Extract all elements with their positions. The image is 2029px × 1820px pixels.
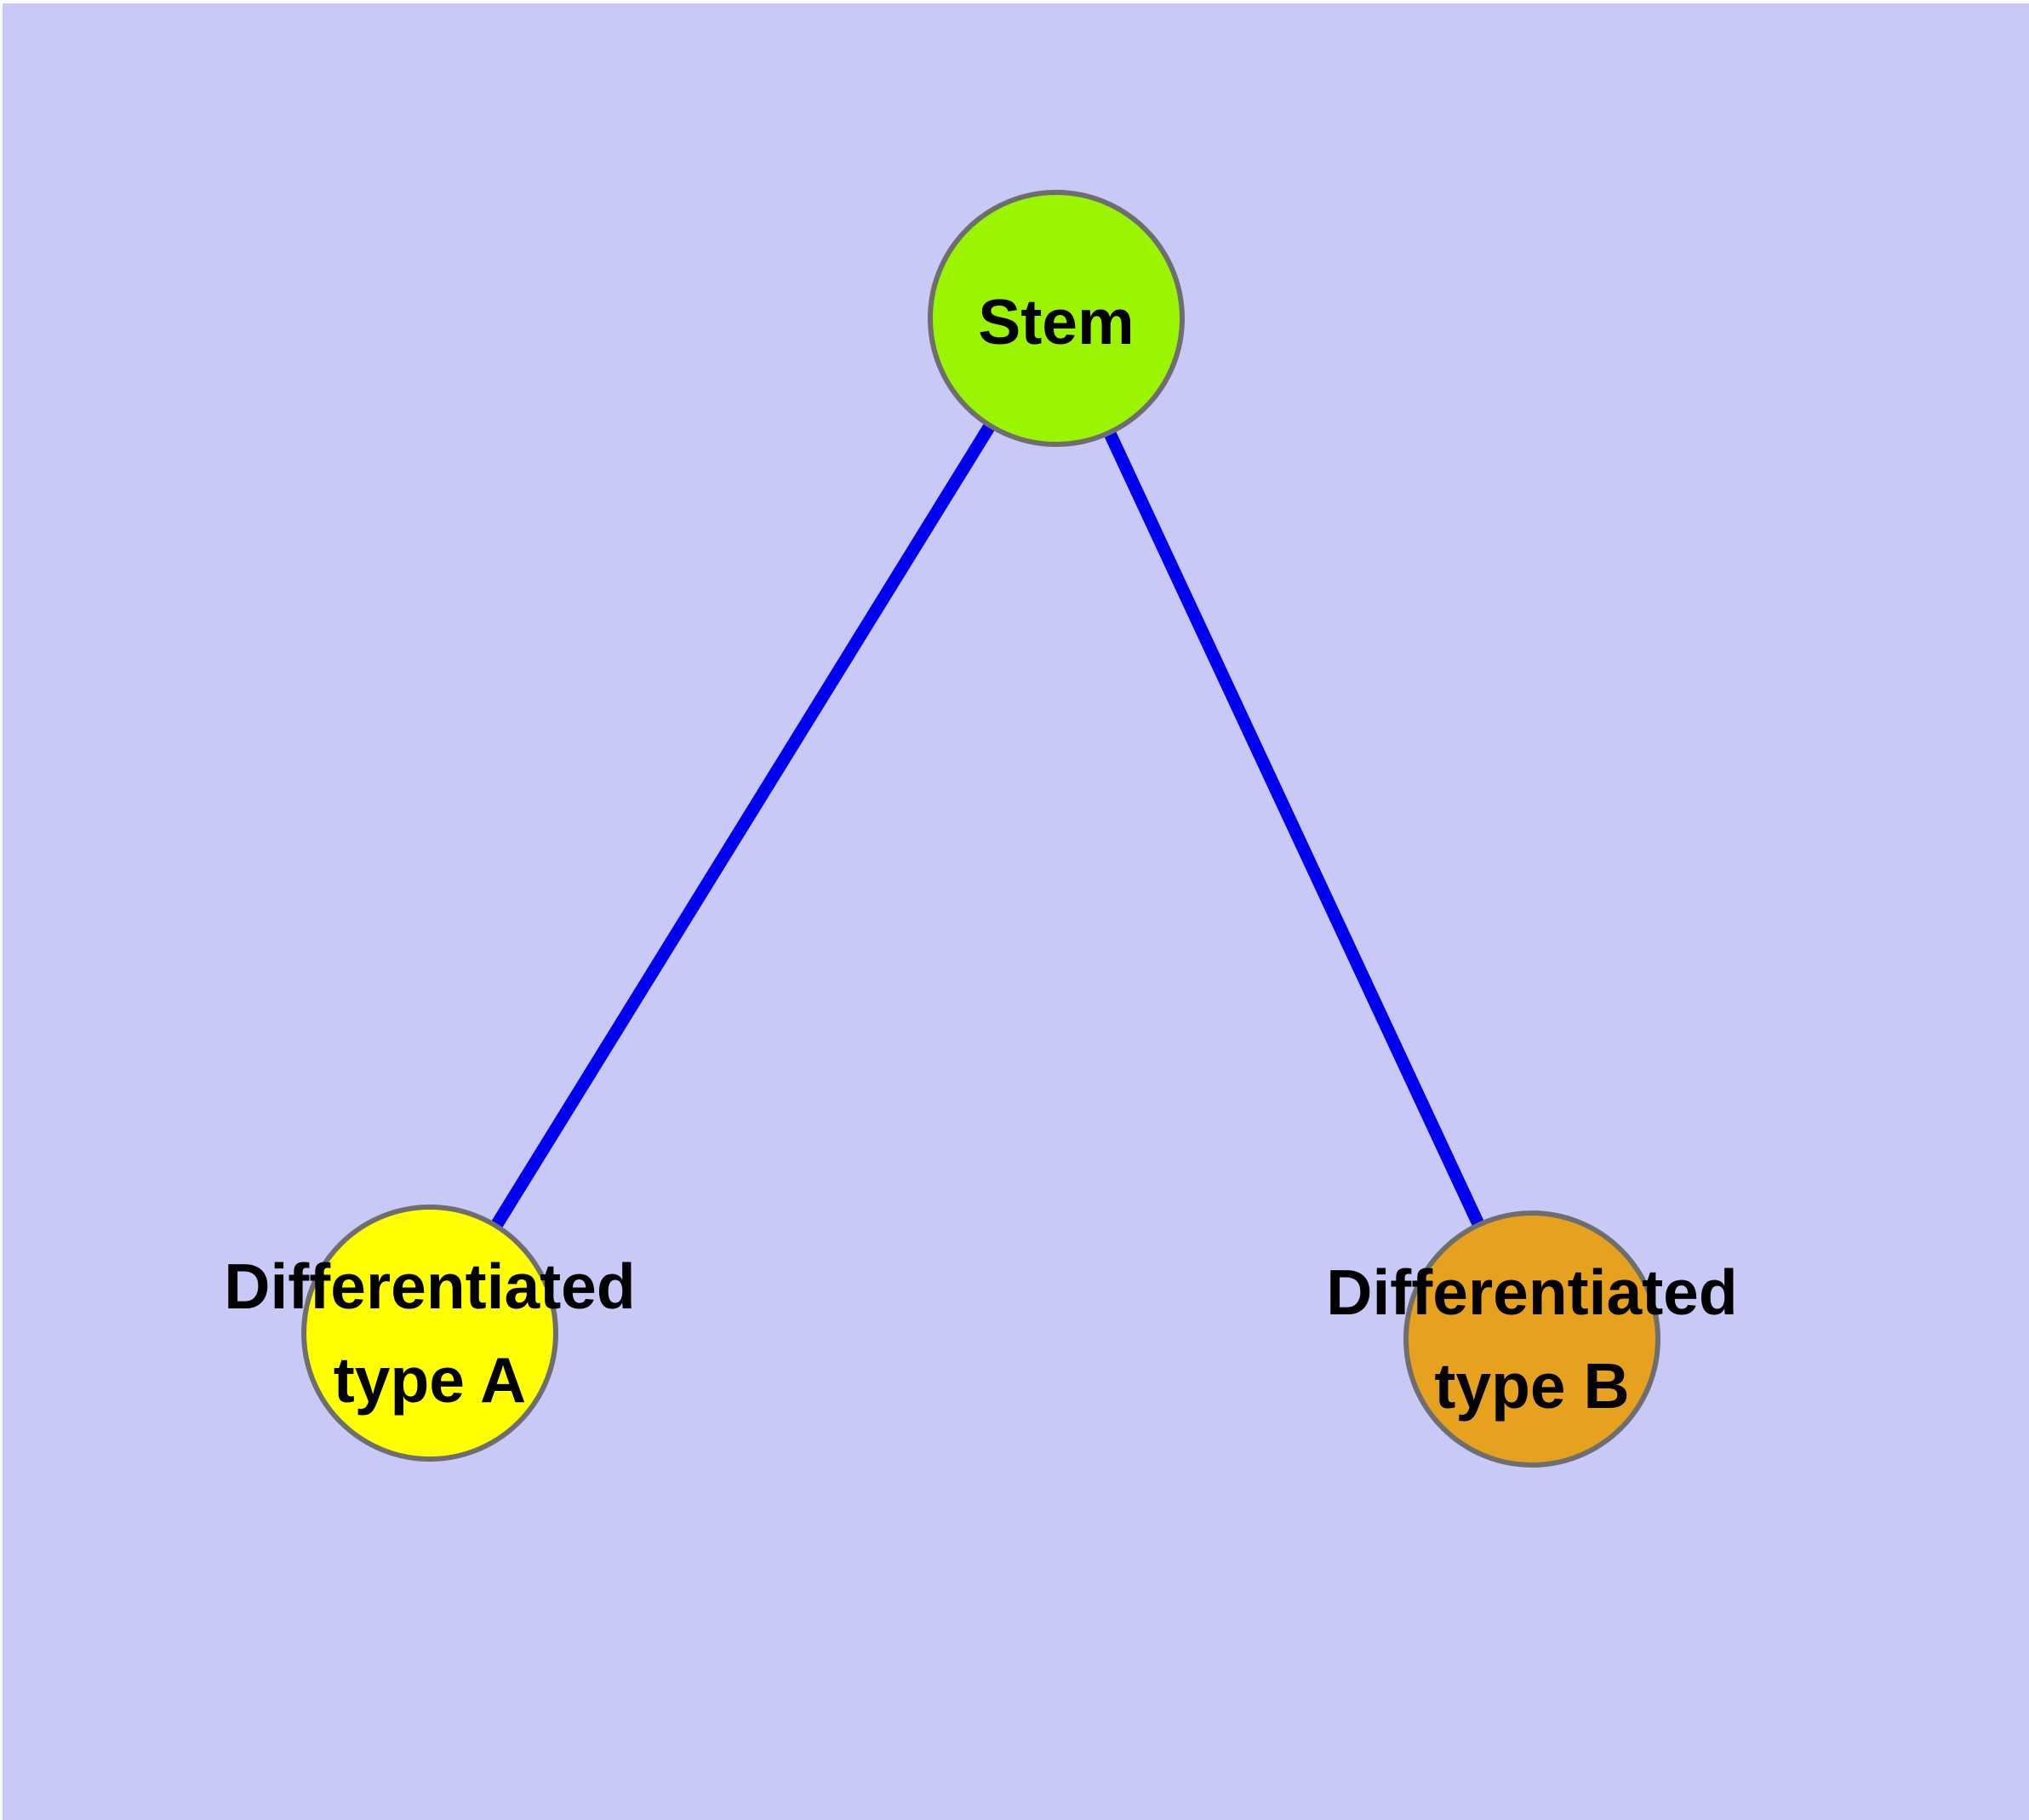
edge-stem-to-type-b [1050,315,1538,1342]
node-stem[interactable] [928,190,1185,447]
node-type-b[interactable] [1403,1210,1660,1468]
node-type-a[interactable] [301,1205,558,1462]
edge-stem-to-type-a [424,315,1062,1336]
